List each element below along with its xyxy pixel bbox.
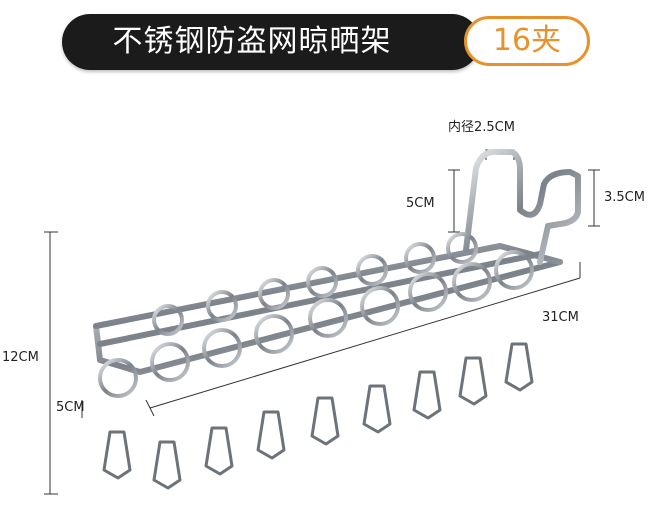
clip-drop-label: 5CM [56,400,85,415]
clips [98,232,534,398]
total-height-label: 12CM [2,350,39,365]
hook-height-label: 5CM [406,196,435,211]
length-label: 31CM [542,310,579,325]
rack-frame [93,243,563,375]
hook-inner-diameter-label: 内径2.5CM [448,120,515,135]
total-height-line [44,231,58,495]
clip-count-badge [464,16,590,66]
clip-count-label: 16夹 [492,23,562,58]
length-line [145,262,581,417]
hook-height-line [448,169,460,233]
hook-drop-label: 3.5CM [604,190,645,205]
clip-bodies [102,342,534,490]
title-banner [62,14,480,70]
hook-drop-line [588,169,600,227]
hook [463,148,581,265]
product-title: 不锈钢防盗网晾晒架 [112,24,392,59]
